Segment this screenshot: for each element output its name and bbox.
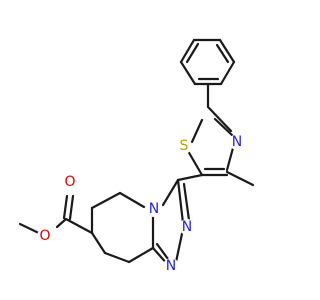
thiazole-bond-n-c4 (225, 146, 235, 172)
triazole-bond-n2-n1 (174, 227, 185, 264)
triazole-bond-c3-n2 (176, 178, 185, 225)
atom-label-n-bridge-group: N (146, 201, 162, 217)
ester-bond-c-o-single (55, 217, 68, 229)
atom-label-n-thiazole: N (232, 134, 242, 150)
atom-label-n-thiazole-group: N (229, 134, 245, 150)
thiazole-bond-c2-n (213, 117, 235, 138)
atom-label-o-ester-group: O (37, 228, 53, 244)
azepine-bond-1 (118, 191, 146, 209)
phenyl-double-1 (185, 42, 200, 64)
azepine-bond-2 (90, 191, 122, 210)
phenyl-bond-5 (218, 38, 236, 64)
azepine-bond-6 (127, 246, 155, 264)
azepine-bond-5 (103, 251, 131, 264)
atom-label-o-carbonyl-background (62, 174, 78, 190)
atom-label-n-bridge-background (146, 201, 162, 217)
ester-bond-c-o-double-b (68, 194, 75, 221)
atom-label-n-triazole-1: N (166, 258, 176, 274)
atom-label-n-triazole-1-group: N (163, 258, 179, 274)
ester-bond-c-o-double-a (62, 194, 69, 220)
phenyl-double-3 (215, 43, 230, 64)
phenyl-bond-1 (179, 38, 196, 64)
phenyl-bond-2 (179, 60, 197, 86)
atom-label-o-carbonyl: O (64, 174, 75, 190)
atom-label-n-triazole-2-background (179, 219, 195, 235)
triazole-double-c3-n2 (182, 182, 191, 222)
thiazole-bond-c2-s (190, 118, 204, 144)
atom-label-o-carbonyl-group: O (62, 174, 78, 190)
atom-label-s-background (176, 138, 192, 154)
phenyl-bond-4 (219, 60, 236, 86)
thiazole-bond-s-c5 (186, 149, 204, 177)
atom-label-n-triazole-2: N (182, 219, 192, 235)
atom-label-n-triazole-2-group: N (179, 219, 195, 235)
bond-layer (18, 38, 255, 268)
triazole-bond-n4-c3 (161, 178, 180, 207)
atom-label-n-thiazole-background (229, 134, 245, 150)
azepine-bond-4 (90, 231, 107, 255)
methyl-bond (225, 170, 255, 187)
thiazole-triazole-bond (176, 173, 204, 182)
atom-label-n-triazole-1-background (163, 258, 179, 274)
atom-label-o-ester-background (37, 228, 53, 244)
ester-bond-ring-c (64, 217, 94, 235)
atom-label-o-ester: O (39, 228, 50, 244)
atom-label-s: S (180, 138, 189, 154)
atom-label-n-bridge: N (149, 201, 159, 217)
molecule-structure-diagram: S N N N N O O (18, 38, 255, 274)
thiazole-double-c2-n (207, 106, 233, 133)
triazole-double-n1-c8a (155, 242, 170, 261)
atom-label-layer: S N N N N O O (37, 134, 245, 274)
atom-label-s-group: S (176, 138, 192, 154)
